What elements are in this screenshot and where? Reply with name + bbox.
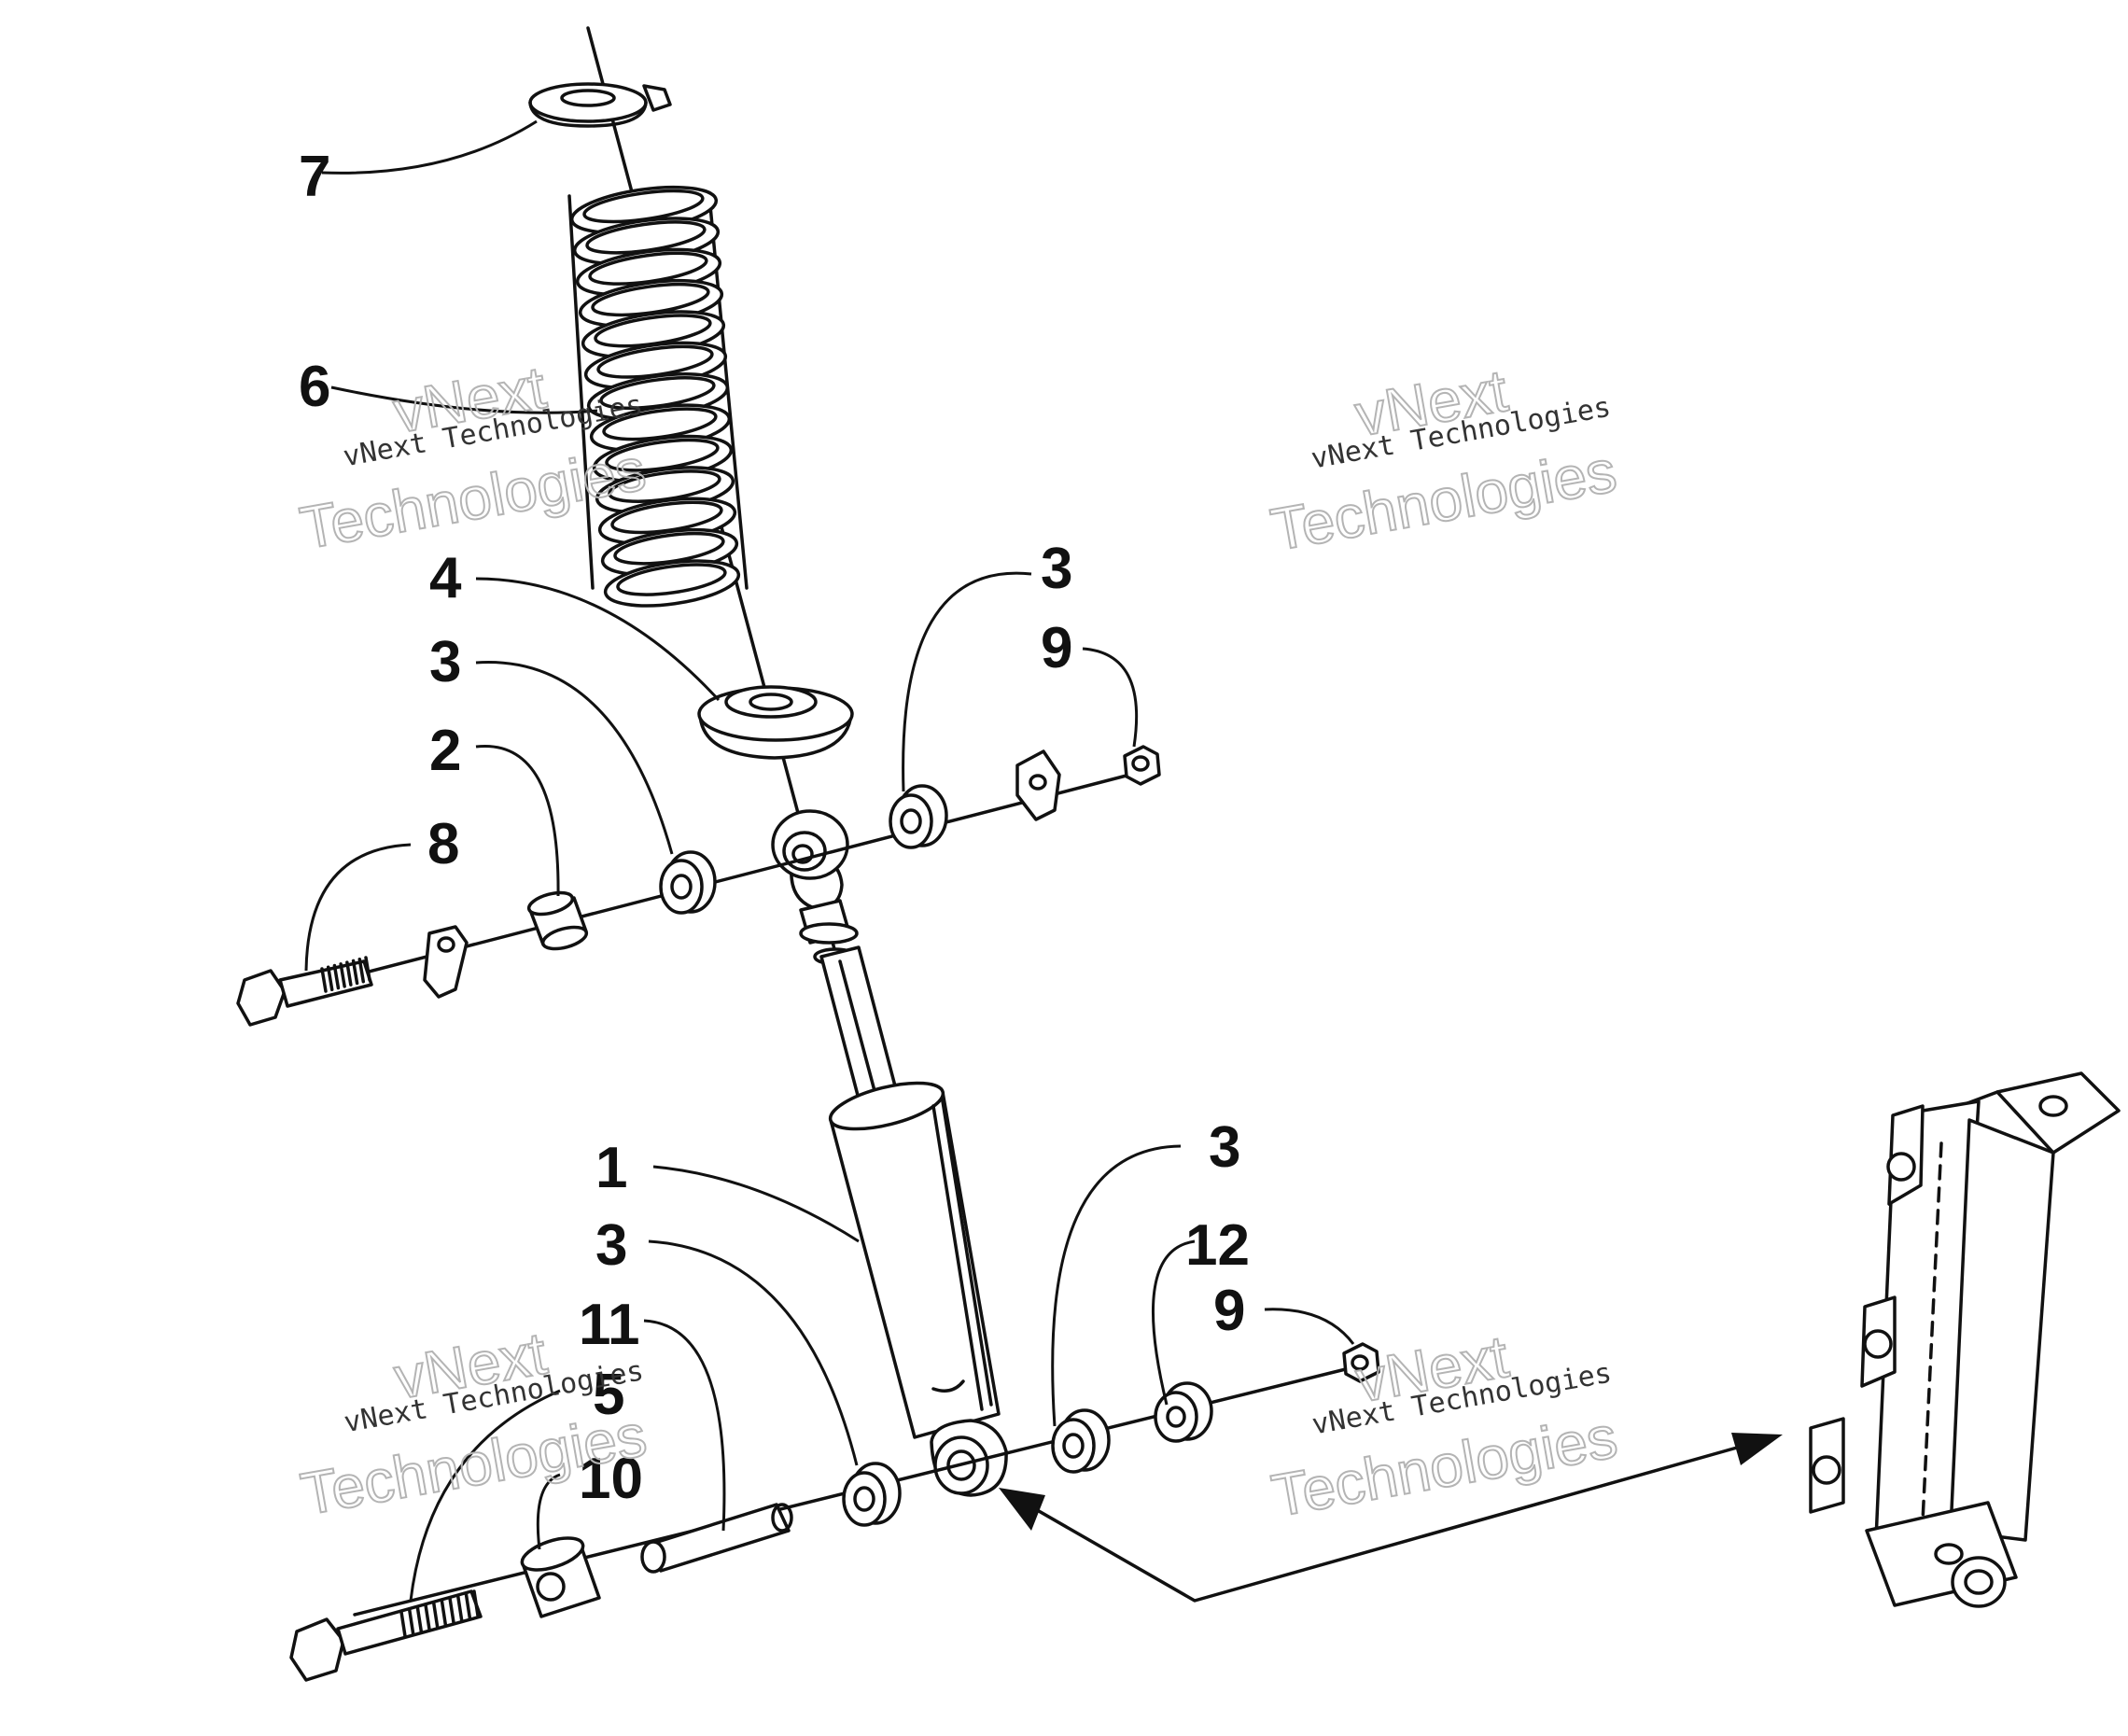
bolt-thread [464,1591,472,1620]
bolt-thread [440,1599,448,1627]
callout-1: 1 [595,1136,627,1200]
bolt-thread [431,1601,440,1629]
part-5-bolt [289,1589,483,1682]
bolt-thread [472,1589,480,1617]
part-3-bushing-lower-right [1051,1408,1111,1474]
callout-9-upper: 9 [1041,616,1072,680]
bolt-thread [320,967,328,993]
bolt-thread [332,963,341,990]
part-3-bushing-upper-right [889,784,948,849]
part-1-shock-body [819,945,1001,1439]
part-8-bolt [236,956,373,1027]
bolt-thread [351,959,359,986]
bolt-thread [364,956,371,982]
upper-shock-eye [771,809,859,966]
part-10-spacer [520,1536,601,1618]
part-4-spring-seat [697,685,854,760]
bolt-thread [448,1596,455,1625]
callout-8: 8 [427,812,459,876]
frame-mounting-bracket [1809,1071,2121,1608]
washer-upper-right [1015,749,1061,821]
washer-upper-left [423,925,469,999]
callout-labels: 7 6 4 3 2 8 3 9 1 3 11 5 10 3 12 9 [299,145,1250,1511]
part-3-bushing-lower-left [842,1462,902,1527]
bolt-thread [415,1605,424,1633]
bolt-thread [326,965,334,992]
part-9-nut-upper [1123,745,1161,786]
part-9-nut-lower [1342,1342,1380,1383]
callout-2: 2 [429,719,461,783]
part-7-spring-retainer [528,82,672,128]
bolt-thread [455,1594,464,1622]
bolt-thread [345,960,353,987]
callout-10: 10 [579,1447,643,1511]
callout-6: 6 [299,355,330,419]
callout-12: 12 [1185,1213,1250,1278]
callout-3-lower-left: 3 [595,1213,627,1278]
bolt-thread [339,962,346,988]
upper-bolt-assembly [236,745,1161,1027]
callout-3-lower-right: 3 [1209,1115,1240,1180]
callout-7: 7 [299,145,330,209]
part-3-bushing-upper-left [659,850,717,915]
watermark-top-right: vNext vNext Technologies Technologies [1266,356,1622,565]
part-2-sleeve [526,890,589,951]
callout-5: 5 [593,1363,624,1427]
callout-9-lower: 9 [1213,1279,1245,1343]
part-6-coil-spring [567,185,749,608]
callout-3-upper-left: 3 [429,630,461,694]
bolt-thread [407,1607,415,1636]
bolt-thread [424,1603,431,1631]
mounting-arrow [999,1433,1783,1603]
callout-11: 11 [579,1293,640,1357]
bolt-thread [399,1610,407,1638]
part-11-sleeve [640,1503,793,1574]
bolt-thread [357,957,366,984]
lower-bolt-assembly [289,1342,1380,1682]
leader-lines [304,119,1355,1602]
spring-coil-inner [616,563,727,596]
lower-shock-eye [930,1419,1008,1497]
callout-4: 4 [429,546,462,610]
callout-3-upper-right: 3 [1041,537,1072,601]
